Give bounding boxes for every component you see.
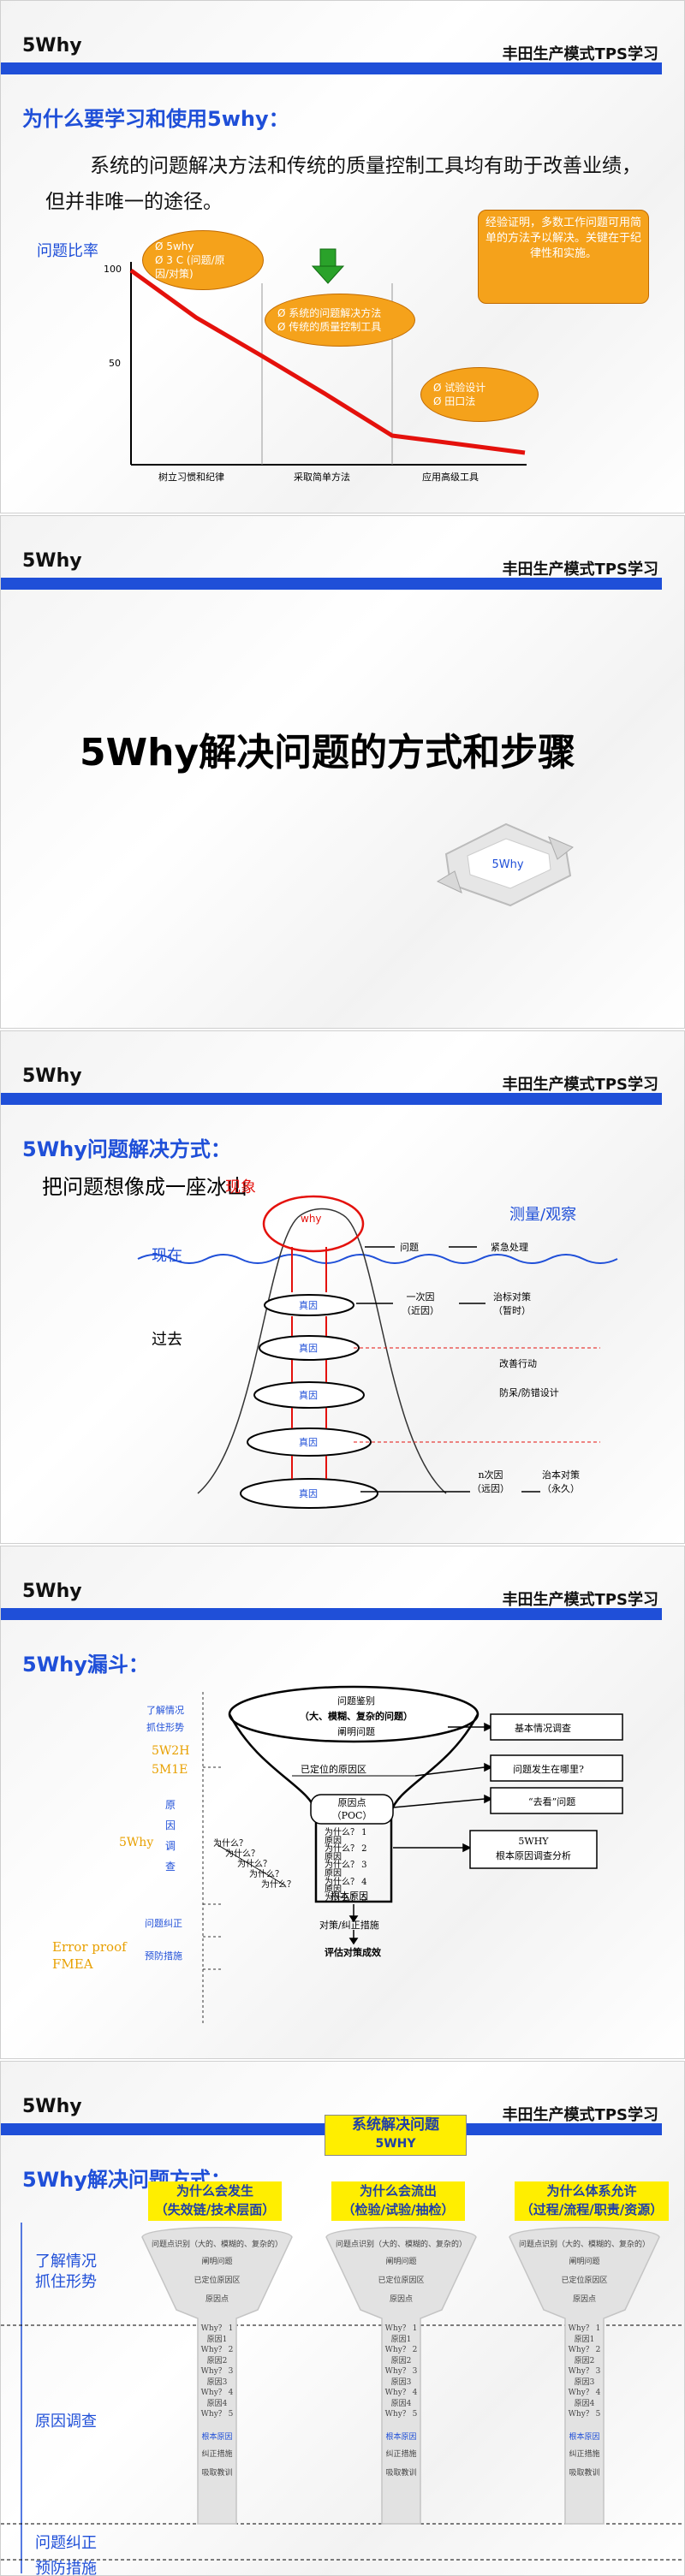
down-arrow-icon <box>311 248 345 284</box>
label-fix-temp: 治标对策（暂时） <box>493 1291 531 1316</box>
page-title: 丰田生产模式TPS学习 <box>502 561 658 579</box>
brand-label: 5Why <box>22 2096 82 2117</box>
label-primary: 一次因（近因） <box>402 1291 439 1316</box>
slide-iceberg: 5Why 丰田生产模式TPS学习 5Why问题解决方式： 把问题想像成一座冰山 … <box>0 1030 685 1544</box>
funnel-located: 已定位的原因区 <box>301 1764 366 1775</box>
problem-ratio-chart <box>129 248 527 466</box>
col-header-2: 为什么会流出（检验/试验/抽检） <box>331 2181 465 2221</box>
label-observe: 现象 <box>225 1178 256 1196</box>
cause-4: 真因 <box>299 1437 318 1448</box>
left-5why: 5Why <box>119 1836 154 1849</box>
col-header-3: 为什么体系允许（过程/流程/职责/资源） <box>515 2181 669 2221</box>
row-prevent: 预防措施 <box>35 2560 97 2576</box>
label-prevent: 防呆/防错设计 <box>499 1387 559 1398</box>
x-label-3: 应用高级工具 <box>422 472 479 483</box>
left-why-5: 为什么？ <box>261 1880 295 1890</box>
y-tick-50: 50 <box>109 358 121 369</box>
page-title: 丰田生产模式TPS学习 <box>502 1076 658 1094</box>
left-understand: 了解情况抓住形势 <box>146 1705 184 1733</box>
row-investigate: 原因调查 <box>35 2413 97 2431</box>
header-bar <box>1 578 662 590</box>
header-bar <box>1 1608 662 1620</box>
funnel-root: 根本原因 <box>331 1890 368 1902</box>
funnel-diagram <box>202 1685 623 2026</box>
label-past: 过去 <box>152 1331 182 1349</box>
box-where: 问题发生在哪里? <box>513 1764 584 1775</box>
cause-1: 真因 <box>299 1300 318 1311</box>
slide-title: 5Why 丰田生产模式TPS学习 5Why解决问题的方式和步骤 5Why <box>0 515 685 1029</box>
box-basic: 基本情况调查 <box>515 1723 571 1734</box>
label-ncause: n次因（远因） <box>472 1469 509 1494</box>
cause-3: 真因 <box>299 1390 318 1401</box>
left-reason: 原因调查 <box>165 1799 176 1873</box>
three-funnels <box>1 2223 684 2573</box>
header-bar <box>1 1093 662 1105</box>
label-emergency: 紧急处理 <box>491 1242 528 1253</box>
cycle-arrows-icon: 5Why <box>436 822 574 907</box>
slide3-heading: 5Why问题解决方式： <box>22 1137 231 1161</box>
y-tick-100: 100 <box>104 264 122 275</box>
cause-5: 真因 <box>299 1488 318 1499</box>
label-fix-perm: 治本对策（永久） <box>542 1469 580 1494</box>
label-improve: 改善行动 <box>499 1358 537 1369</box>
slide2-title: 5Why解决问题的方式和步骤 <box>80 731 576 775</box>
slide-why-learn-5why: 5Why 丰田生产模式TPS学习 为什么要学习和使用5why： 系统的问题解决方… <box>0 0 685 513</box>
y-axis-title: 问题比率 <box>37 242 98 260</box>
cycle-label: 5Why <box>491 858 523 871</box>
brand-label: 5Why <box>22 1581 82 1602</box>
left-why-3: 为什么？ <box>237 1860 271 1869</box>
funnel-poc: 原因点（POC） <box>331 1797 372 1821</box>
slide1-heading: 为什么要学习和使用5why： <box>22 107 289 131</box>
left-why-1: 为什么？ <box>213 1839 247 1849</box>
box-go-see: “去看”问题 <box>528 1796 576 1807</box>
iceberg-diagram <box>137 1195 618 1509</box>
row-correct: 问题纠正 <box>35 2534 97 2552</box>
page-title: 丰田生产模式TPS学习 <box>502 45 658 63</box>
experience-note: 经验证明，多数工作问题可用简单的方法予以解决。关键在于纪律性和实施。 <box>478 210 649 304</box>
brand-label: 5Why <box>22 550 82 572</box>
funnel-measures: 对策/纠正措施 <box>319 1920 379 1931</box>
x-label-2: 采取简单方法 <box>294 472 350 483</box>
page-title: 丰田生产模式TPS学习 <box>502 2106 658 2124</box>
funnel-evaluate: 评估对策成效 <box>325 1947 381 1958</box>
why-label-top: why <box>301 1213 322 1225</box>
label-measure: 测量/观察 <box>509 1206 577 1224</box>
left-why-4: 为什么？ <box>249 1870 283 1879</box>
header-bar <box>1 62 662 74</box>
cause-2: 真因 <box>299 1343 318 1354</box>
left-correct: 问题纠正 <box>145 1918 182 1929</box>
ratio-curve <box>129 268 526 455</box>
slide4-heading: 5Why漏斗： <box>22 1653 149 1677</box>
row-understand: 了解情况抓住形势 <box>35 2253 97 2291</box>
funnel-top-text: 问题鉴别（大、模糊、复杂的问题）阐明问题 <box>300 1695 413 1737</box>
left-prevent: 预防措施 <box>145 1950 182 1962</box>
x-label-1: 树立习惯和纪律 <box>158 472 224 483</box>
slide3-subheading: 把问题想像成一座冰山 <box>42 1175 247 1199</box>
brand-label: 5Why <box>22 1065 82 1087</box>
col-header-1: 为什么会发生（失效链/技术层面） <box>148 2181 282 2221</box>
brand-label: 5Why <box>22 35 82 56</box>
page-title: 丰田生产模式TPS学习 <box>502 1591 658 1609</box>
slide1-body: 系统的问题解决方法和传统的质量控制工具均有助于改善业绩，但并非唯一的途径。 <box>45 155 641 213</box>
left-why-2: 为什么？ <box>225 1849 259 1859</box>
label-problem: 问题 <box>400 1242 419 1253</box>
